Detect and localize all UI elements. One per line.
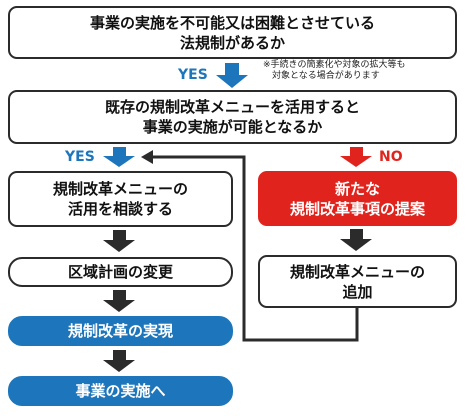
footnote: ※手続きの簡素化や対象の拡大等も 対象となる場合があります: [263, 60, 406, 82]
yes-arrow-1: [216, 63, 248, 88]
project-implementation-box: 事業の実施へ: [8, 376, 233, 406]
project-implementation-text: 事業の実施へ: [75, 382, 166, 400]
no-label: NO: [379, 149, 403, 165]
down-arrow-plan-realize: [103, 290, 135, 312]
down-arrow-consult-plan: [103, 230, 135, 252]
plan-change-box: 区域計画の変更: [8, 257, 233, 287]
add-menu-line1: 規制改革メニューの: [289, 262, 425, 281]
down-arrow-propose-add: [340, 229, 372, 251]
footnote-line2: 対象となる場合があります: [272, 71, 380, 81]
plan-change-text: 区域計画の変更: [67, 263, 173, 281]
question-regulation-line1: 事業の実施を不可能又は困難とさせている: [89, 13, 375, 32]
down-arrow-realize-implement: [103, 350, 135, 372]
new-reform-proposal-line1: 新たな: [334, 179, 380, 198]
consult-menu-box: 規制改革メニューの 活用を相談する: [8, 171, 233, 227]
reform-realized-box: 規制改革の実現: [8, 316, 233, 346]
add-menu-box: 規制改革メニューの 追加: [258, 255, 457, 308]
question-existing-menu-box: 既存の規制改革メニューを活用すると 事業の実施が可能となるか: [8, 90, 457, 144]
consult-menu-line2: 活用を相談する: [67, 200, 173, 218]
no-arrow: [340, 147, 372, 167]
new-reform-proposal-box: 新たな 規制改革事項の提案: [258, 171, 457, 226]
feedback-line: [152, 155, 359, 342]
yes-label-2: YES: [65, 149, 95, 165]
question-existing-menu-line2: 事業の実施が可能となるか: [142, 118, 323, 136]
feedback-arrowhead: [141, 150, 153, 164]
yes-arrow-2: [103, 147, 135, 167]
yes-label-1: YES: [178, 67, 208, 83]
add-menu-line2: 追加: [342, 282, 373, 301]
reform-realized-text: 規制改革の実現: [67, 322, 173, 340]
question-regulation-box: 事業の実施を不可能又は困難とさせている 法規制があるか: [8, 6, 457, 59]
question-existing-menu-line1: 既存の規制改革メニューを活用すると: [104, 98, 360, 116]
question-regulation-line2: 法規制があるか: [179, 33, 285, 52]
new-reform-proposal-line2: 規制改革事項の提案: [289, 199, 425, 218]
footnote-line1: ※手続きの簡素化や対象の拡大等も: [263, 60, 406, 70]
consult-menu-line1: 規制改革メニューの: [52, 180, 188, 198]
